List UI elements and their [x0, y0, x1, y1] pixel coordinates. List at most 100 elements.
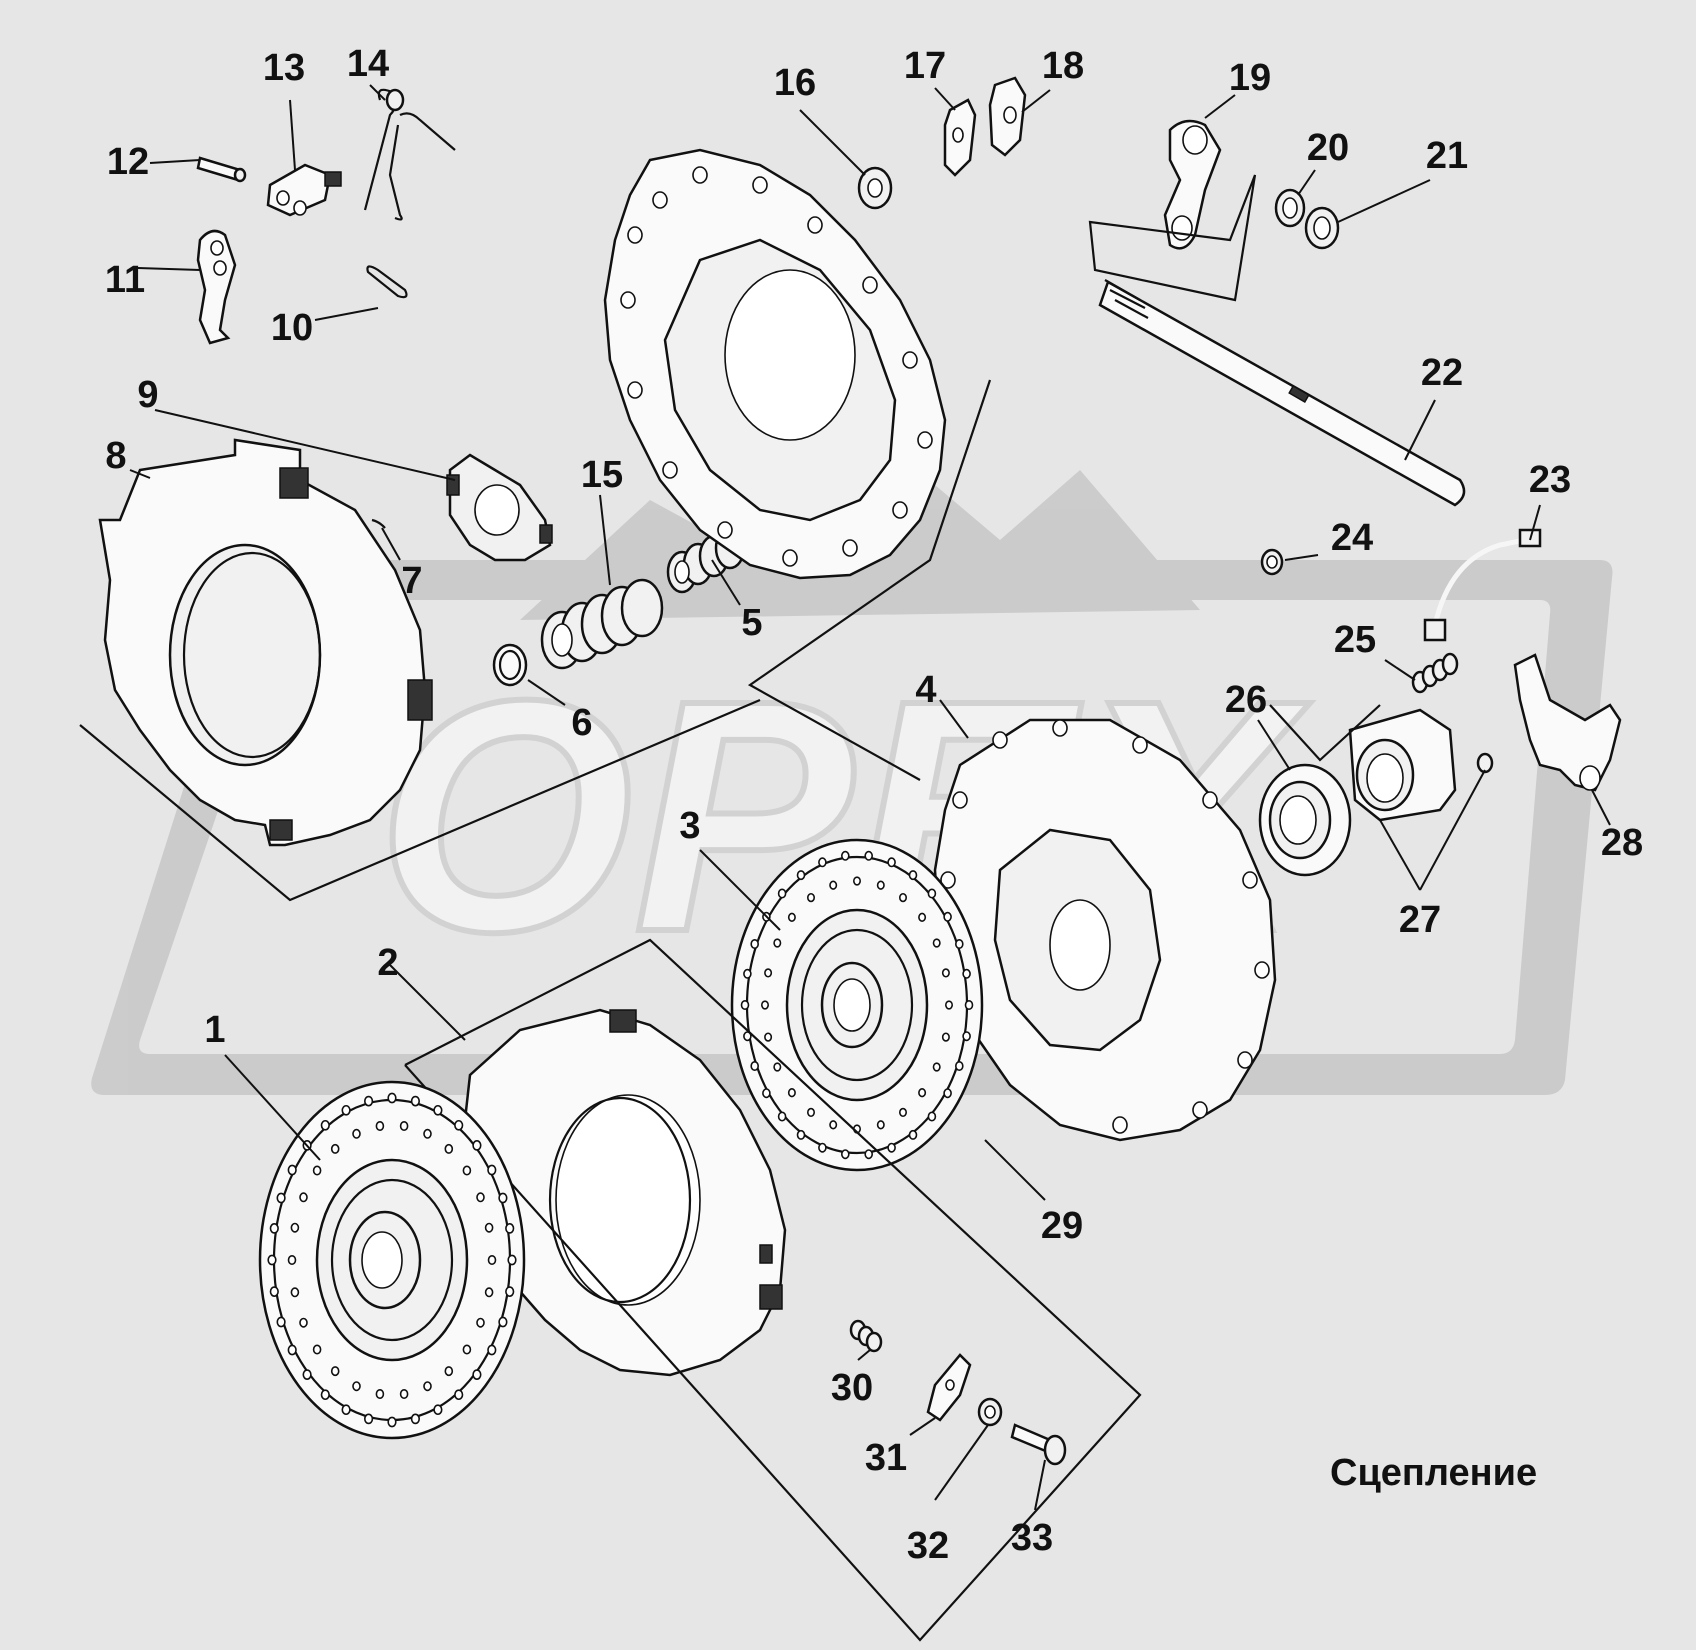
rivet-hole — [276, 1192, 286, 1204]
part-9-retainer — [446, 453, 553, 562]
rivet-hole — [764, 968, 773, 978]
rivet-hole — [399, 1389, 409, 1400]
rivet-hole — [287, 1255, 297, 1266]
rivet-hole — [352, 1128, 361, 1139]
rivet-hole — [375, 1121, 385, 1132]
rivet-hole — [944, 1000, 953, 1010]
rivet-hole — [472, 1140, 482, 1151]
label-part-18: 18 — [1042, 45, 1084, 87]
part-28-fork — [1513, 653, 1622, 792]
part-7-pin — [371, 518, 386, 529]
rivet-hole — [484, 1287, 494, 1298]
label-part-28: 28 — [1601, 822, 1643, 864]
rivet-hole — [932, 1062, 941, 1072]
part-8-frame-line — [79, 698, 761, 902]
part-25-spring — [1411, 652, 1459, 694]
label-part-31: 31 — [865, 1437, 907, 1479]
part-19-frame — [1088, 174, 1257, 302]
part-19-lever — [1163, 119, 1222, 250]
rivet-hole — [444, 1143, 454, 1154]
rivet-hole — [410, 1413, 421, 1425]
rivet-hole — [941, 968, 950, 978]
part-26-bearing — [1258, 763, 1352, 877]
rivet-hole — [276, 1316, 286, 1328]
rivet-hole — [410, 1095, 421, 1107]
rivet-hole — [302, 1369, 312, 1380]
rivet-hole — [290, 1287, 300, 1298]
rivet-hole — [364, 1413, 374, 1425]
part-2-frame — [404, 938, 1142, 1642]
label-part-5: 5 — [741, 602, 762, 644]
rivet-hole — [312, 1344, 322, 1355]
label-part-2: 2 — [377, 942, 398, 984]
rivet-hole — [927, 888, 937, 899]
rivet-hole — [943, 911, 952, 922]
label-part-3: 3 — [679, 805, 700, 847]
rivet-hole — [423, 1128, 432, 1139]
rivet-hole — [472, 1369, 482, 1380]
part-29-driven-disc — [730, 838, 984, 1172]
rivet-hole — [498, 1192, 508, 1204]
rivet-hole — [777, 888, 787, 899]
rivet-hole — [829, 880, 838, 890]
label-part-15: 15 — [581, 454, 623, 496]
label-part-24: 24 — [1331, 517, 1373, 559]
part-21-seal — [1304, 206, 1340, 250]
rivet-hole — [806, 892, 815, 903]
rivet-hole — [762, 1088, 771, 1099]
rivet-hole — [918, 912, 927, 922]
part-13-yoke — [266, 163, 342, 217]
rivet-hole — [312, 1165, 322, 1176]
rivet-hole — [462, 1165, 472, 1176]
rivet-hole — [484, 1222, 494, 1233]
part-6-ring-inner — [498, 649, 522, 681]
rivet-hole — [964, 999, 974, 1010]
label-part-21: 21 — [1426, 135, 1468, 177]
label-part-10: 10 — [271, 307, 313, 349]
rivet-hole — [290, 1222, 300, 1233]
part-12-pin — [196, 156, 247, 183]
part-15-spring — [540, 578, 664, 670]
part-10-spring-pin — [366, 265, 408, 299]
rivet-hole — [505, 1286, 515, 1297]
label-part-14: 14 — [347, 43, 389, 85]
rivet-hole — [829, 1120, 838, 1130]
rivet-hole — [962, 1031, 971, 1042]
label-part-26: 26 — [1225, 679, 1267, 721]
label-part-9: 9 — [137, 374, 158, 416]
rivet-hole — [269, 1223, 279, 1234]
rivet-hole — [840, 850, 850, 861]
rivet-hole — [498, 1316, 508, 1328]
rivet-hole — [796, 870, 806, 881]
label-part-25: 25 — [1334, 619, 1376, 661]
rivet-hole — [320, 1119, 330, 1131]
rivet-hole — [818, 857, 827, 868]
part-number-labels: 1 2 3 4 5 6 7 8 9 10 11 12 13 14 15 16 1… — [105, 43, 1643, 1567]
rivet-hole — [954, 1061, 964, 1072]
rivet-hole — [852, 876, 861, 886]
rivet-hole — [760, 1000, 769, 1010]
label-part-4: 4 — [915, 669, 936, 711]
label-part-33: 33 — [1011, 1517, 1053, 1559]
part-16-bushing — [857, 166, 893, 210]
rivet-hole — [887, 1142, 896, 1153]
label-part-12: 12 — [107, 141, 149, 183]
label-part-17: 17 — [904, 45, 946, 87]
rivet-hole — [764, 1032, 773, 1042]
rivet-hole — [818, 1142, 827, 1153]
part-20-ring — [1274, 188, 1306, 228]
rivet-hole — [918, 1088, 927, 1098]
part-1-driven-disc — [258, 1080, 526, 1440]
rivet-hole — [433, 1404, 443, 1416]
part-8-pressure-plate — [98, 438, 433, 847]
label-part-13: 13 — [263, 47, 305, 89]
rivet-hole — [269, 1286, 279, 1297]
rivet-hole — [375, 1389, 385, 1400]
label-part-22: 22 — [1421, 352, 1463, 394]
label-part-19: 19 — [1229, 57, 1271, 99]
part-18-plate — [988, 76, 1027, 157]
rivet-hole — [387, 1416, 397, 1428]
rivet-hole — [806, 1107, 815, 1118]
rivet-hole — [787, 1088, 796, 1098]
rivet-hole — [423, 1381, 432, 1392]
